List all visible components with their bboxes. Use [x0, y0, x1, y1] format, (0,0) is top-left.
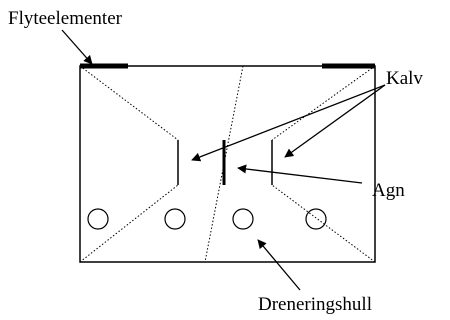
label-drain-holes: Dreneringshull [258, 294, 372, 315]
drain-hole [232, 208, 254, 230]
label-bait: Agn [372, 180, 405, 201]
funnel-lines [79, 65, 376, 263]
arrow-float-elements [61, 29, 93, 65]
drain-holes [87, 208, 327, 230]
drain-hole [87, 208, 109, 230]
label-float-elements: Flyteelementer [8, 8, 123, 29]
drain-hole [164, 208, 186, 230]
arrow-calf-right [284, 84, 386, 158]
label-calf: Kalv [386, 68, 423, 89]
arrow-calf-left [191, 84, 386, 162]
trap-box [79, 65, 376, 263]
drain-hole [305, 208, 327, 230]
arrow-drain-holes [257, 239, 301, 291]
arrow-bait [237, 164, 363, 184]
